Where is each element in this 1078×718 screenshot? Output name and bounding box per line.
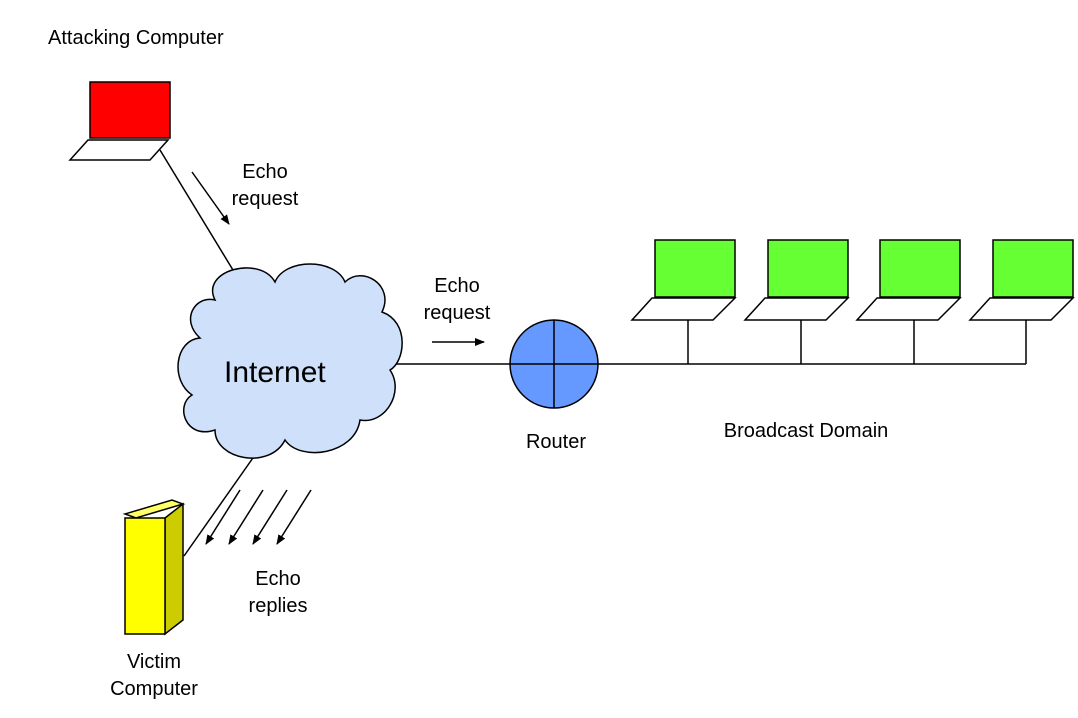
internet-label: Internet — [224, 356, 326, 389]
attacker-laptop-icon — [68, 81, 171, 161]
echo-reply-arrow — [252, 489, 288, 545]
echo-replies-label-line1: Echo — [255, 568, 301, 590]
attacker-label: Attacking Computer — [48, 27, 224, 49]
broadcast-host-laptop-icon — [743, 239, 850, 321]
internet-cloud-icon — [177, 263, 403, 459]
echo-request-label-line1: Echo — [242, 161, 288, 183]
echo-request-label-line1: Echo — [434, 275, 480, 297]
broadcast-host-laptop-icon — [968, 239, 1075, 321]
echo-reply-arrow — [205, 489, 241, 545]
broadcast-host-laptop-icon — [855, 239, 962, 321]
victim-label-line2: Computer — [110, 678, 198, 700]
router-label: Router — [526, 431, 586, 453]
internet-to-victim-link — [183, 454, 256, 557]
echo-request-label-line2: request — [232, 188, 299, 210]
echo-reply-arrow — [228, 489, 264, 545]
echo-request-arrow — [191, 171, 230, 225]
router-icon — [509, 319, 599, 409]
echo-replies-label-line2: replies — [249, 595, 308, 617]
echo-request-label-line2: request — [424, 302, 491, 324]
victim-label-line1: Victim — [127, 651, 181, 673]
broadcast-domain-label: Broadcast Domain — [724, 420, 889, 442]
echo-reply-arrow — [276, 489, 312, 545]
broadcast-host-laptop-icon — [630, 239, 737, 321]
victim-tower-icon — [122, 499, 186, 636]
